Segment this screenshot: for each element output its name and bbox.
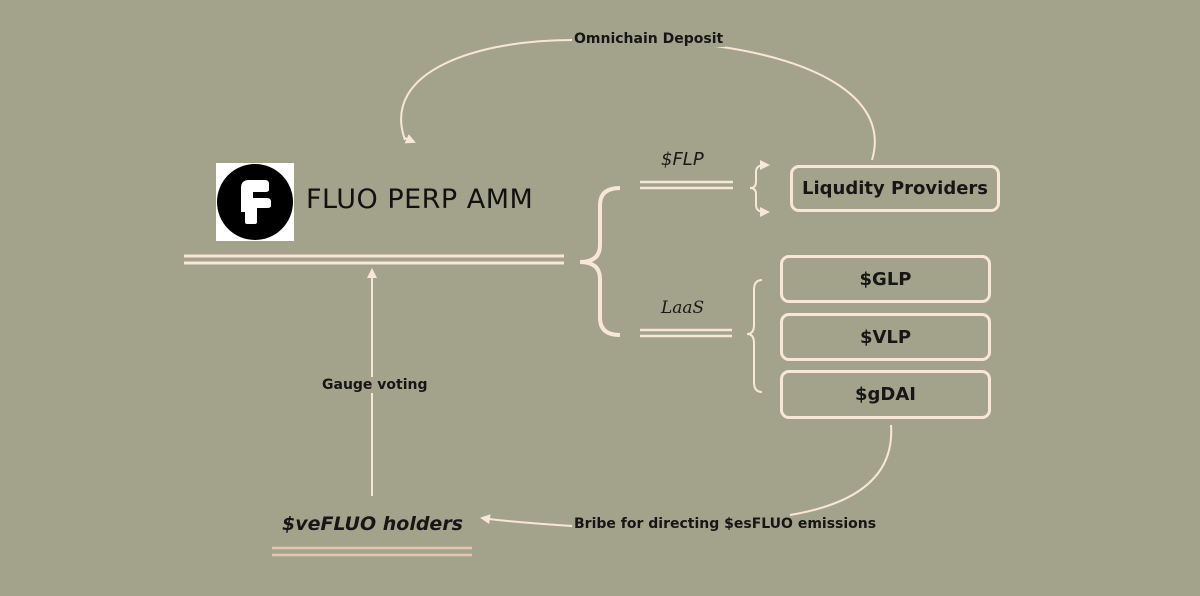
laas-brace — [746, 279, 763, 393]
flp-label: $FLP — [661, 149, 704, 170]
omnichain-deposit-arrow — [400, 39, 876, 161]
vlp-node: $VLP — [780, 313, 991, 361]
vefluo-holders-node: $veFLUO holders — [282, 513, 463, 535]
vefluo-underline — [272, 546, 472, 557]
arrow-icon — [404, 134, 416, 144]
bribe-arrow — [482, 424, 893, 526]
gauge-voting-label: Gauge voting — [320, 377, 430, 393]
omnichain-deposit-label: Omnichain Deposit — [572, 31, 726, 47]
vlp-label: $VLP — [859, 326, 912, 348]
bribe-label: Bribe for directing $esFLUO emissions — [572, 516, 879, 532]
split-brace — [579, 186, 621, 337]
fluo-logo-icon — [217, 164, 293, 240]
amm-baseline — [184, 254, 564, 265]
lp-brace — [749, 164, 766, 213]
page-title: FLUO PERP AMM — [306, 184, 534, 215]
liquidity-providers-node: Liqudity Providers — [790, 165, 1000, 212]
gdai-node: $gDAI — [780, 370, 991, 419]
liquidity-providers-label: Liqudity Providers — [801, 178, 989, 199]
laas-line — [640, 328, 732, 338]
glp-label: $GLP — [859, 268, 912, 290]
gdai-label: $gDAI — [855, 384, 916, 405]
fluo-logo — [216, 163, 294, 241]
glp-node: $GLP — [780, 255, 991, 303]
laas-label: LaaS — [661, 298, 705, 318]
flp-line — [640, 180, 733, 190]
